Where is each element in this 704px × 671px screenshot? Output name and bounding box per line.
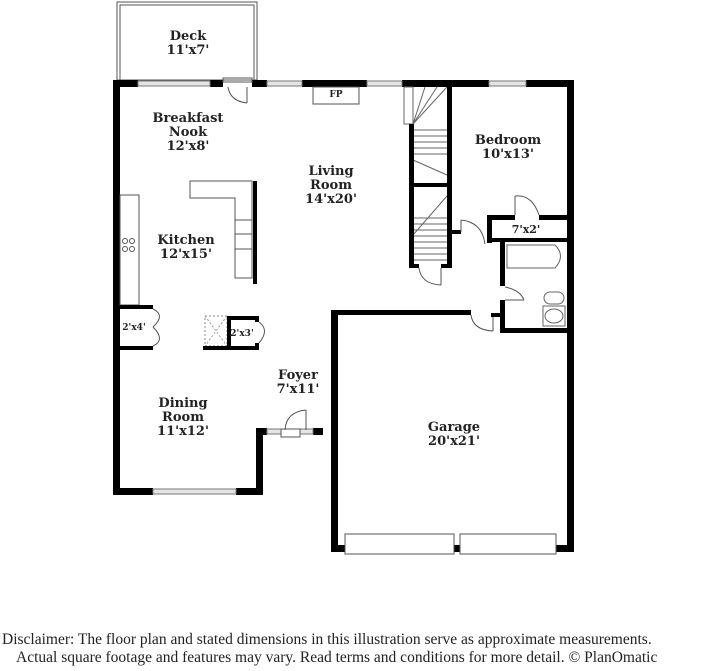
room-name-line2: Room	[162, 410, 204, 425]
room-name-line2: Room	[310, 178, 352, 193]
staircase	[403, 86, 448, 261]
disclaimer-line1: Disclaimer: The floor plan and stated di…	[2, 631, 652, 648]
stair-walls	[409, 87, 452, 268]
living-room-label: Living Room 14'x20'	[305, 165, 357, 207]
fireplace	[312, 86, 360, 105]
bath-fixtures	[506, 244, 566, 327]
room-name-line1: Living	[308, 164, 354, 179]
room-name-line1: Breakfast	[152, 111, 224, 126]
coat-closet	[203, 315, 265, 350]
deck-door	[222, 77, 253, 104]
stair-door	[418, 267, 442, 286]
coat-closet-label: 2'x3'	[230, 329, 254, 339]
interior-doors	[460, 195, 540, 332]
kitchen-wall	[253, 181, 257, 284]
room-dimensions: 11'x7'	[166, 43, 210, 58]
garage-label: Garage 20'x21'	[428, 421, 480, 449]
room-dimensions: 14'x20'	[305, 192, 357, 207]
bedroom-label: Bedroom 10'x13'	[475, 134, 541, 162]
deck-label: Deck 11'x7'	[167, 30, 210, 58]
floor-plan	[113, 1, 574, 555]
room-dimensions: 7'x11'	[276, 382, 320, 397]
foyer-label: Foyer 7'x11'	[277, 369, 320, 397]
front-door	[280, 409, 307, 438]
room-name: Deck	[169, 29, 207, 44]
bedroom-walls	[447, 215, 569, 333]
windows	[137, 80, 527, 495]
deck-outline	[116, 1, 258, 81]
room-dimensions: 10'x13'	[482, 147, 534, 162]
dining-room-label: Dining Room 11'x12'	[157, 397, 209, 439]
room-name-line1: Dining	[158, 396, 208, 411]
room-dimensions: 12'x8'	[166, 139, 210, 154]
breakfast-nook-label: Breakfast Nook 12'x8'	[153, 112, 224, 154]
room-name: Bedroom	[474, 133, 542, 148]
kitchen-label: Kitchen 12'x15'	[157, 234, 214, 262]
room-name: Garage	[427, 420, 481, 435]
room-name: Kitchen	[157, 233, 215, 248]
room-name-line2: Nook	[168, 125, 208, 140]
pantry-label: 2'x4'	[122, 323, 146, 333]
room-dimensions: 20'x21'	[428, 434, 480, 449]
disclaimer: Disclaimer: The floor plan and stated di…	[2, 631, 704, 667]
garage-doors	[344, 533, 557, 555]
disclaimer-line2: Actual square footage and features may v…	[16, 649, 658, 666]
room-dimensions: 12'x15'	[160, 247, 212, 262]
fireplace-label: FP	[329, 90, 343, 100]
room-dimensions: 11'x12'	[157, 424, 209, 439]
pantry	[120, 305, 160, 350]
exterior-walls	[113, 80, 574, 552]
closet-bedroom-label: 7'x2'	[511, 223, 541, 236]
room-name: Foyer	[278, 368, 318, 383]
